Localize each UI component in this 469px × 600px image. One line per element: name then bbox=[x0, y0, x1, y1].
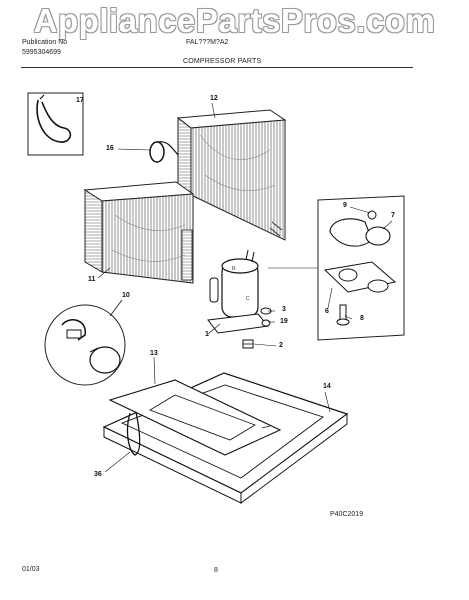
callout-8: 8 bbox=[360, 315, 364, 322]
publication-label: Publication No bbox=[22, 39, 68, 46]
callout-11: 11 bbox=[88, 276, 96, 283]
section-title: COMPRESSOR PARTS bbox=[183, 58, 262, 65]
page-number: 8 bbox=[214, 567, 218, 574]
callout-7: 7 bbox=[391, 212, 395, 219]
callout-19: 19 bbox=[280, 318, 288, 325]
callout-10: 10 bbox=[122, 292, 130, 299]
terminal-cover-inset bbox=[44, 299, 126, 386]
callout-6: 6 bbox=[325, 308, 329, 315]
callout-13: 13 bbox=[150, 350, 158, 357]
figure-code: P40C2019 bbox=[330, 511, 364, 518]
callout-2: 2 bbox=[279, 342, 283, 349]
footer-date: 01/03 bbox=[22, 566, 40, 573]
evaporator-coil bbox=[83, 181, 195, 284]
callout-17: 17 bbox=[76, 97, 84, 104]
leader-lines bbox=[97, 102, 393, 473]
callout-36: 36 bbox=[94, 471, 102, 478]
condenser-coil bbox=[176, 109, 287, 241]
tubing-coil-inset bbox=[27, 92, 84, 156]
compressor: R C bbox=[207, 249, 269, 334]
header-rule bbox=[21, 67, 413, 68]
capillary-tube bbox=[149, 141, 179, 163]
callout-3: 3 bbox=[282, 306, 286, 313]
base-pan bbox=[102, 372, 349, 504]
svg-text:R: R bbox=[232, 266, 236, 272]
callout-14: 14 bbox=[323, 383, 331, 390]
callout-1: 1 bbox=[205, 331, 209, 338]
callout-12: 12 bbox=[210, 95, 218, 102]
model-number: FAL???M?A2 bbox=[186, 39, 229, 46]
mounting-grommet bbox=[242, 307, 272, 349]
watermark: AppliancePartsPros.com bbox=[33, 2, 436, 39]
publication-number: 5995304699 bbox=[22, 49, 61, 56]
overload-protector-inset bbox=[268, 195, 405, 341]
callout-16: 16 bbox=[106, 145, 114, 152]
svg-text:C: C bbox=[246, 296, 250, 302]
callout-9: 9 bbox=[343, 202, 347, 209]
